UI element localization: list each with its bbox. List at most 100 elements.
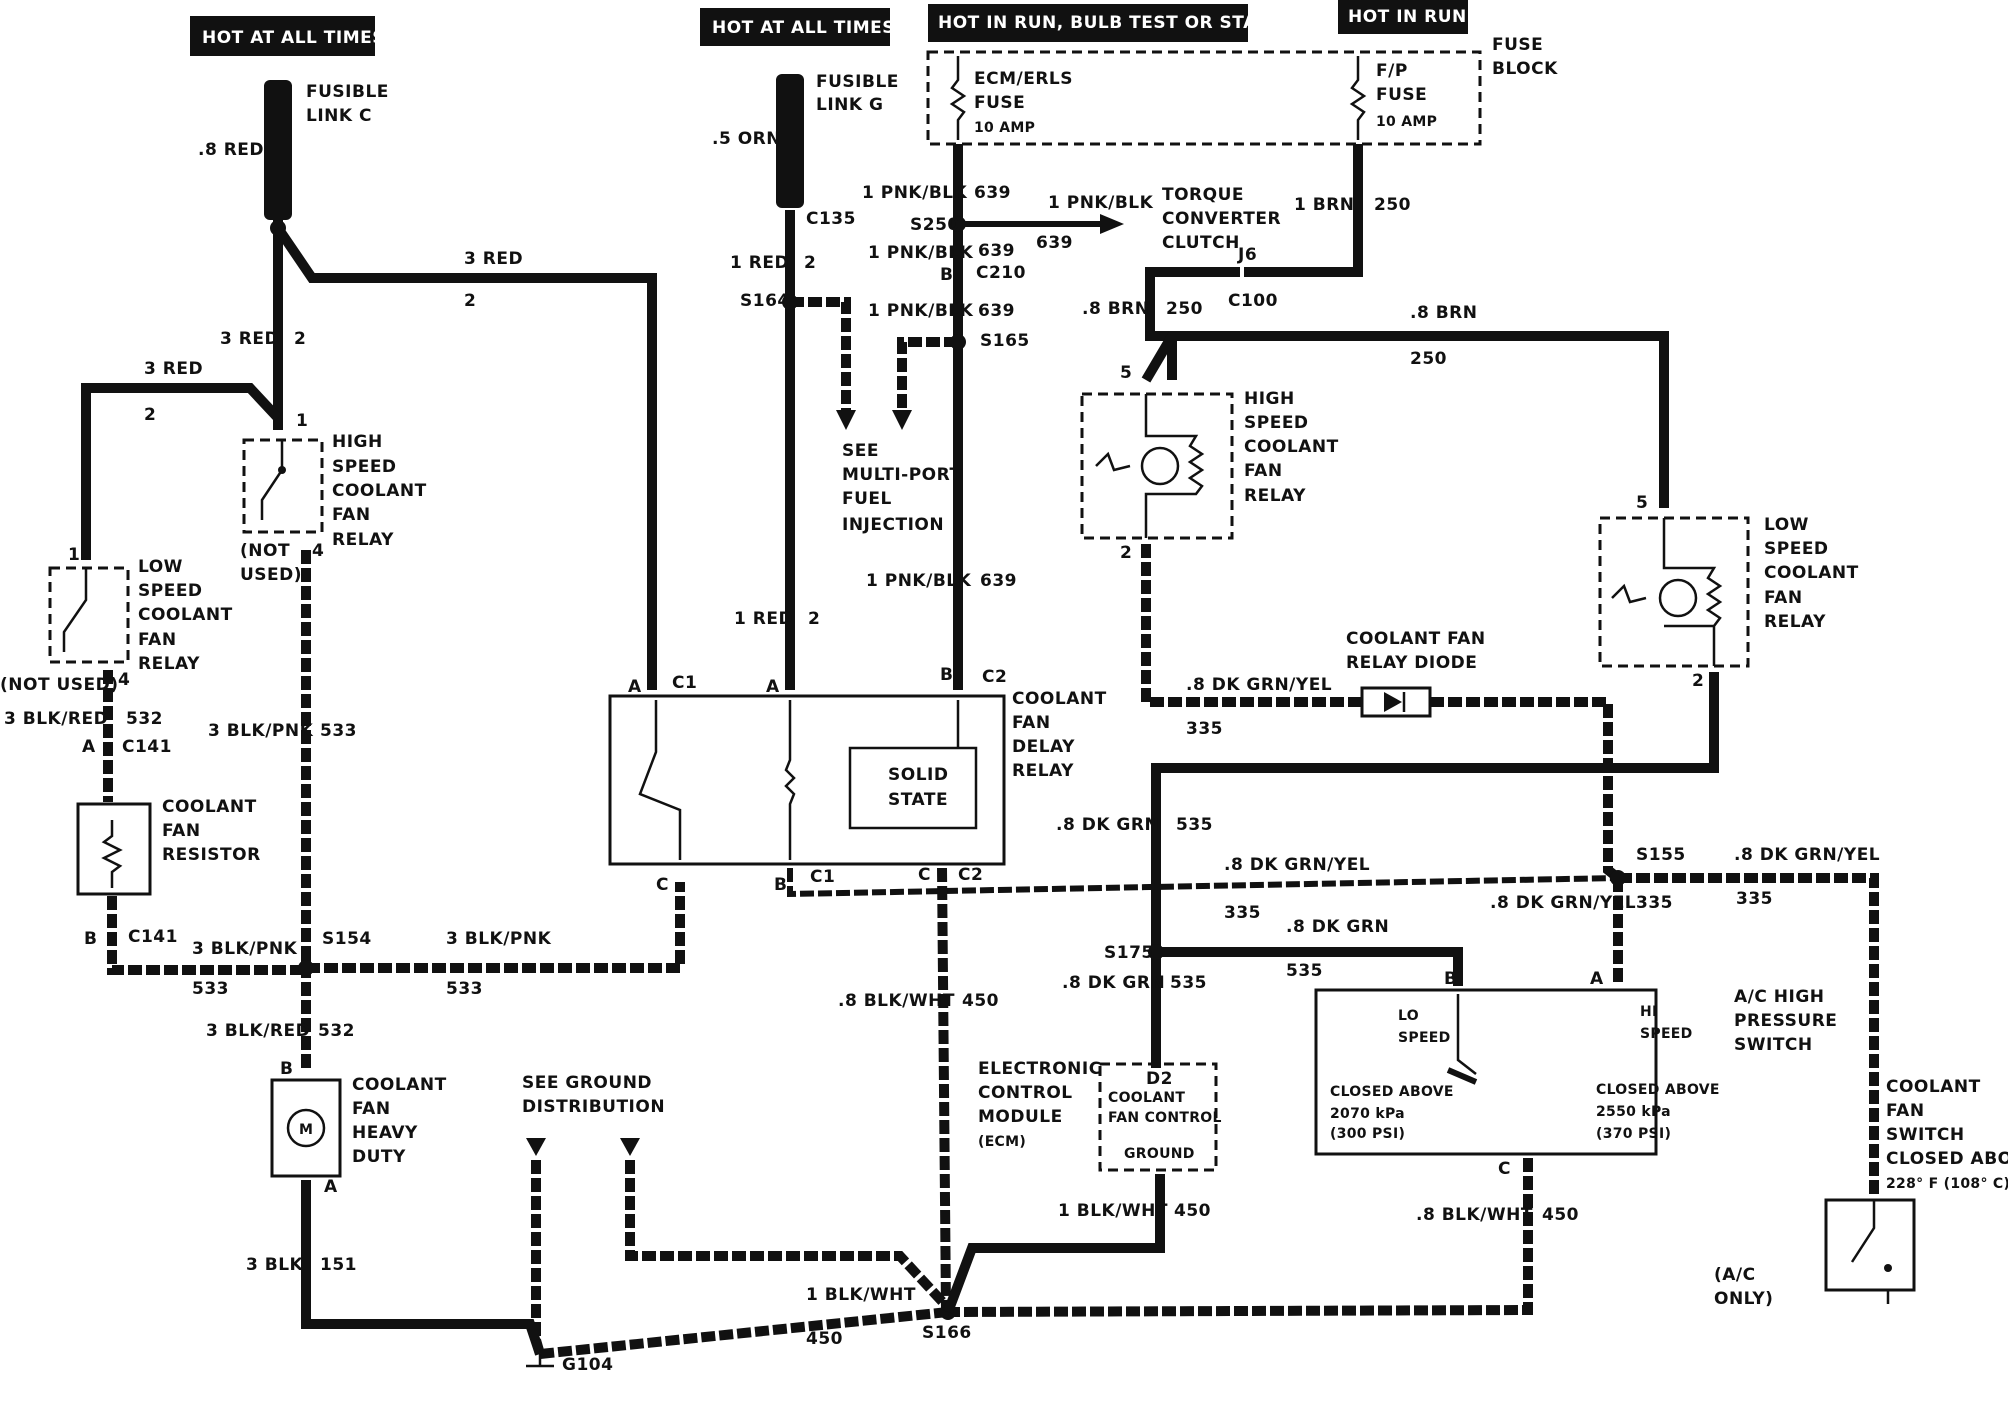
low-relay-left-l5: RELAY xyxy=(138,654,200,674)
fp-fuse-2: FUSE xyxy=(1376,85,1427,105)
wire-1blkwht-b: 1 BLK/WHT xyxy=(806,1285,916,1305)
fusible-link-c-l1: FUSIBLE xyxy=(306,82,389,102)
low-relay-left-l3: COOLANT xyxy=(138,605,233,625)
pin-bc210: B xyxy=(940,265,953,285)
connector-c141a: C141 xyxy=(122,737,172,757)
solid-state-box xyxy=(848,746,978,830)
high-relay-left-l3: COOLANT xyxy=(332,481,427,501)
wire-1pnkblk-c: 1 PNK/BLK xyxy=(868,301,974,321)
solid-state-l2: STATE xyxy=(888,790,948,810)
wire-8dkgrnyel-c: .8 DK GRN/YEL xyxy=(1490,893,1636,913)
torque-wire: 1 PNK/BLK xyxy=(1048,193,1154,213)
low-relay-right-l1: LOW xyxy=(1764,515,1809,535)
ac-hi-l1: HI xyxy=(1640,1004,1658,1020)
wire-250-c: 250 xyxy=(1410,349,1447,369)
low-relay-right-coil xyxy=(1662,518,1723,666)
solid-state-l1: SOLID xyxy=(888,765,948,785)
fan-switch-contact xyxy=(1884,1264,1892,1272)
wire-335-b: 335 xyxy=(1224,903,1261,923)
high-relay-left-l5: RELAY xyxy=(332,530,394,550)
high-relay-right-l2: SPEED xyxy=(1244,413,1309,433)
ac-switch-l1: A/C HIGH xyxy=(1734,987,1825,1007)
see-ground-l2: DISTRIBUTION xyxy=(522,1097,665,1117)
pin-1b: 1 xyxy=(68,545,80,565)
pin-a-c1-2: A xyxy=(766,677,780,697)
connector-c1b: C1 xyxy=(810,867,835,887)
low-relay-right-contact xyxy=(1611,583,1647,604)
fan-motor-l4: DUTY xyxy=(352,1147,406,1167)
wire-2-d: 2 xyxy=(804,253,816,273)
header-hot-run-bulb: HOT IN RUN, BULB TEST OR START xyxy=(938,13,1282,33)
pin-b-c1: B xyxy=(774,875,787,895)
pin-b-c2: B xyxy=(940,665,953,685)
connector-s155: S155 xyxy=(1636,845,1686,865)
pin-a-ac: A xyxy=(1590,969,1604,989)
torque-arrow xyxy=(1100,214,1124,234)
wire-450-delay-to-s166 xyxy=(937,867,951,1311)
wire-639-a: 639 xyxy=(974,183,1011,203)
torque-l3: CLUTCH xyxy=(1162,233,1240,253)
fuse-block-l2: BLOCK xyxy=(1492,59,1558,79)
fan-motor-l1: COOLANT xyxy=(352,1075,447,1095)
wire-639-b: 639 xyxy=(978,241,1015,261)
high-relay-right-coil xyxy=(1144,394,1205,538)
pin-c-2: C xyxy=(918,865,931,885)
connector-c210: C210 xyxy=(976,263,1026,283)
wire-535-low-relay-right xyxy=(1151,672,1719,1068)
high-relay-right-l5: RELAY xyxy=(1244,486,1306,506)
high-relay-right-l1: HIGH xyxy=(1244,389,1295,409)
pin-c-ac: C xyxy=(1498,1159,1511,1179)
ecm-l4: (ECM) xyxy=(978,1134,1026,1150)
connector-c135: C135 xyxy=(806,209,856,229)
wire-ground-dist-2 xyxy=(625,1160,954,1314)
fusible-link-g-wire: .5 ORN xyxy=(712,129,781,149)
wire-8brn-to-low-relay-right xyxy=(1141,331,1669,508)
connector-j6: J6 xyxy=(1237,245,1257,265)
connector-s164: S164 xyxy=(740,291,790,311)
wire-3blk: 3 BLK xyxy=(246,1255,304,1275)
pin-4b: 4 xyxy=(118,670,130,690)
low-speed-relay-right xyxy=(1598,516,1750,668)
fusible-link-c xyxy=(264,80,292,220)
motor-circle xyxy=(286,1108,326,1148)
delay-relay-l1: COOLANT xyxy=(1012,689,1107,709)
low-relay-left-internal xyxy=(62,568,88,652)
wire-8dkgrn-b: .8 DK GRN xyxy=(1286,917,1389,937)
wire-1red-a: 1 RED xyxy=(730,253,789,273)
delay-relay-switch xyxy=(638,700,682,860)
pin-b-ac: B xyxy=(1444,969,1457,989)
wire-1pnkblk-b: 1 PNK/BLK xyxy=(868,243,974,263)
connector-c1a: C1 xyxy=(672,673,697,693)
fan-switch-l2: FAN xyxy=(1886,1101,1925,1121)
wire-533-a: 533 xyxy=(320,721,357,741)
wire-532-b: 532 xyxy=(318,1021,355,1041)
ac-closed-hi-l3: (370 PSI) xyxy=(1596,1126,1671,1142)
high-speed-relay-right xyxy=(1080,392,1234,540)
ecm-fuse-symbol xyxy=(949,56,967,140)
coolant-fan-switch xyxy=(1824,1198,1916,1292)
pin-4a: 4 xyxy=(312,541,324,561)
wire-533-b: 533 xyxy=(192,979,229,999)
ecm-box-l1: D2 xyxy=(1146,1069,1173,1089)
wire-533-c: 533 xyxy=(446,979,483,999)
ecm-fuse-1: ECM/ERLS xyxy=(974,69,1073,89)
wire-335-s155-to-fan-switch xyxy=(1618,873,1879,1196)
high-relay-left-l4: FAN xyxy=(332,505,371,525)
fuse-block xyxy=(926,50,1482,146)
ac-closed-lo-l1: CLOSED ABOVE xyxy=(1330,1084,1454,1100)
high-relay-left-contact xyxy=(278,466,286,474)
high-relay-right-coil-loop xyxy=(1140,446,1180,486)
fusible-link-g xyxy=(776,74,804,208)
resistor-l2: FAN xyxy=(162,821,201,841)
connector-s165: S165 xyxy=(980,331,1030,351)
wire-335-diode-to-s155 xyxy=(1430,697,1622,882)
low-relay-right-l5: RELAY xyxy=(1764,612,1826,632)
diode-symbol xyxy=(1384,692,1402,712)
pin-a-c1: A xyxy=(628,677,642,697)
fusible-link-c-wire: .8 RED xyxy=(198,140,264,160)
wire-3red-to-delay xyxy=(273,225,657,690)
see-ground-l1: SEE GROUND xyxy=(522,1073,652,1093)
ac-switch-l3: SWITCH xyxy=(1734,1035,1813,1055)
ac-lo-l1: LO xyxy=(1398,1008,1419,1024)
